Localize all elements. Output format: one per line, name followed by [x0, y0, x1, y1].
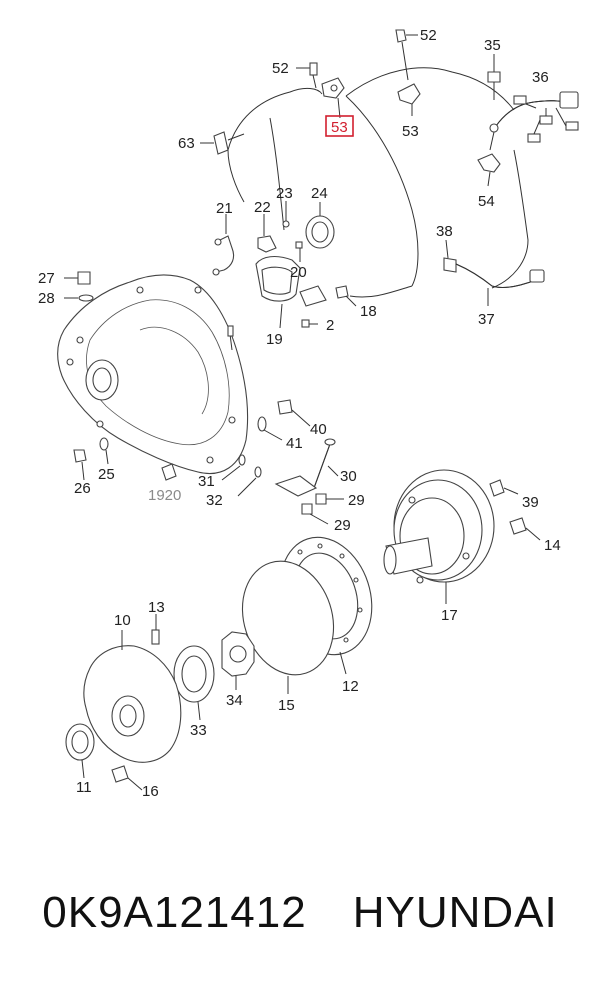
callout-15: 15 — [278, 697, 295, 714]
callout-10: 10 — [114, 612, 131, 629]
callout-31: 31 — [198, 473, 215, 490]
callout-40: 40 — [310, 421, 327, 438]
part-63-bolt[interactable] — [200, 131, 245, 155]
callout-20: 20 — [290, 264, 307, 281]
part-32-oring[interactable] — [237, 466, 262, 497]
callout-36: 36 — [532, 69, 549, 86]
callout-22: 22 — [254, 199, 271, 216]
part-36-wiring-harness[interactable] — [489, 91, 579, 151]
part-31-oring[interactable] — [221, 454, 246, 481]
part-17-oil-pump[interactable] — [383, 469, 495, 604]
callout-38: 38 — [436, 223, 453, 240]
part-16-bolt[interactable] — [111, 765, 143, 791]
part-39-bolt[interactable] — [489, 479, 519, 497]
part-13-pin[interactable] — [151, 614, 160, 645]
part-30-shaft-lever[interactable] — [274, 438, 339, 497]
part-21-pipe[interactable] — [212, 214, 235, 276]
callout-29-upper: 29 — [348, 492, 365, 509]
callout-34: 34 — [226, 692, 243, 709]
callout-37: 37 — [478, 311, 495, 328]
callout-25: 25 — [98, 466, 115, 483]
part-53-highlight-box — [325, 115, 354, 137]
part-22-sensor[interactable] — [257, 214, 277, 253]
callout-16: 16 — [142, 783, 159, 800]
transmission-exploded-diagram: 52 53 52 53 35 36 54 63 23 24 22 21 20 3… — [38, 27, 579, 800]
callout-30: 30 — [340, 468, 357, 485]
callout-53-highlighted: 53 — [331, 119, 348, 136]
callout-12: 12 — [342, 678, 359, 695]
part-41-oring[interactable] — [257, 416, 283, 441]
part-52-bolt-left[interactable] — [296, 62, 318, 89]
part-18-bolt[interactable] — [335, 285, 357, 307]
part-15-gasket[interactable] — [228, 549, 348, 694]
callout-35: 35 — [484, 37, 501, 54]
callout-24: 24 — [311, 185, 328, 202]
brand-name: HYUNDAI — [352, 888, 558, 937]
part-2-pin[interactable] — [301, 319, 318, 328]
callout-17: 17 — [441, 607, 458, 624]
callout-54: 54 — [478, 193, 495, 210]
part-33-ring-gear[interactable] — [173, 645, 215, 721]
callout-52-top: 52 — [420, 27, 437, 44]
part-37-cable[interactable] — [455, 263, 545, 306]
part-1920-bracket[interactable] — [161, 463, 177, 481]
part-34-gear[interactable] — [221, 631, 255, 690]
transmission-case-outline — [227, 67, 529, 298]
callout-2: 2 — [326, 317, 334, 334]
part-27-plug[interactable] — [64, 271, 91, 285]
part-53-sensor-highlighted[interactable] — [321, 77, 354, 137]
callout-53-right: 53 — [402, 123, 419, 140]
callout-19: 19 — [266, 331, 283, 348]
part-53-sensor-right[interactable] — [397, 83, 421, 116]
part-40-plug[interactable] — [277, 399, 311, 427]
part-10-pump-cover[interactable] — [83, 630, 182, 763]
part-14-bolt[interactable] — [509, 517, 541, 541]
converter-housing[interactable] — [57, 274, 249, 474]
callout-18: 18 — [360, 303, 377, 320]
part-20-clip[interactable] — [295, 241, 303, 262]
callout-14: 14 — [544, 537, 561, 554]
callout-13: 13 — [148, 599, 165, 616]
callout-23: 23 — [276, 185, 293, 202]
part-29-bolt-lower[interactable] — [301, 503, 329, 525]
callout-21: 21 — [216, 200, 233, 217]
part-29-bolt-upper[interactable] — [315, 493, 344, 505]
part-28-washer[interactable] — [64, 294, 94, 302]
part-19-bearing-cap[interactable] — [255, 255, 327, 329]
part-caption: 0K9A121412 HYUNDAI — [0, 878, 600, 948]
part-23-bolt[interactable] — [282, 201, 290, 228]
callout-39: 39 — [522, 494, 539, 511]
callout-29-lower: 29 — [334, 517, 351, 534]
callout-27: 27 — [38, 270, 55, 287]
callout-26: 26 — [74, 480, 91, 497]
callout-11: 11 — [76, 779, 92, 796]
part-35-bolt[interactable] — [487, 54, 501, 100]
part-26-plug[interactable] — [73, 449, 87, 481]
callout-32: 32 — [206, 492, 223, 509]
part-number: 0K9A121412 — [42, 888, 307, 937]
callout-63: 63 — [178, 135, 195, 152]
part-24-bearing[interactable] — [305, 202, 335, 249]
callout-41: 41 — [286, 435, 303, 452]
callout-labels: 52 53 52 53 35 36 54 63 23 24 22 21 20 3… — [38, 27, 561, 800]
callout-1920: 1920 — [148, 487, 181, 504]
part-52-bolt-top[interactable] — [395, 29, 418, 81]
part-11-seal[interactable] — [65, 723, 95, 779]
callout-33: 33 — [190, 722, 207, 739]
part-25-oring[interactable] — [99, 437, 109, 465]
part-54-bracket[interactable] — [477, 153, 501, 187]
callout-28: 28 — [38, 290, 55, 307]
part-38-sensor[interactable] — [443, 239, 457, 273]
callout-52-left: 52 — [272, 60, 289, 77]
